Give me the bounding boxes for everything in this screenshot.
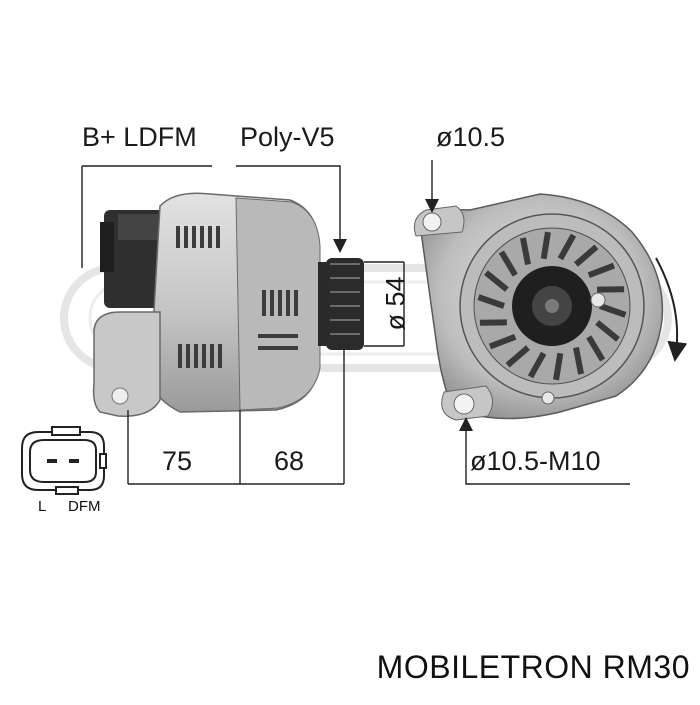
front-length-dimension: 75: [162, 446, 192, 477]
top-hole-diameter-label: ø10.5: [436, 122, 505, 153]
plug-pin-l-label: L: [38, 498, 46, 515]
brand-name: MOBILETRON: [377, 649, 594, 685]
alternator-front-view: [414, 194, 662, 420]
alternator-side-view: [94, 193, 364, 416]
part-number: RM30: [603, 649, 690, 685]
pulley-diameter-label: ø 54: [381, 269, 412, 339]
fan-slot: [544, 232, 548, 259]
bottom-hole-label: ø10.5-M10: [470, 446, 601, 477]
pulley-icon: [326, 258, 364, 350]
connector-plug-icon: [22, 427, 106, 494]
rear-length-dimension: 68: [274, 446, 304, 477]
terminals-label: B+ LDFM: [82, 122, 197, 153]
product-caption: MOBILETRON RM30: [377, 649, 690, 686]
pulley-type-label: Poly-V5: [240, 122, 335, 153]
plug-pin-dfm-label: DFM: [68, 498, 101, 515]
fan-slot: [556, 353, 560, 380]
